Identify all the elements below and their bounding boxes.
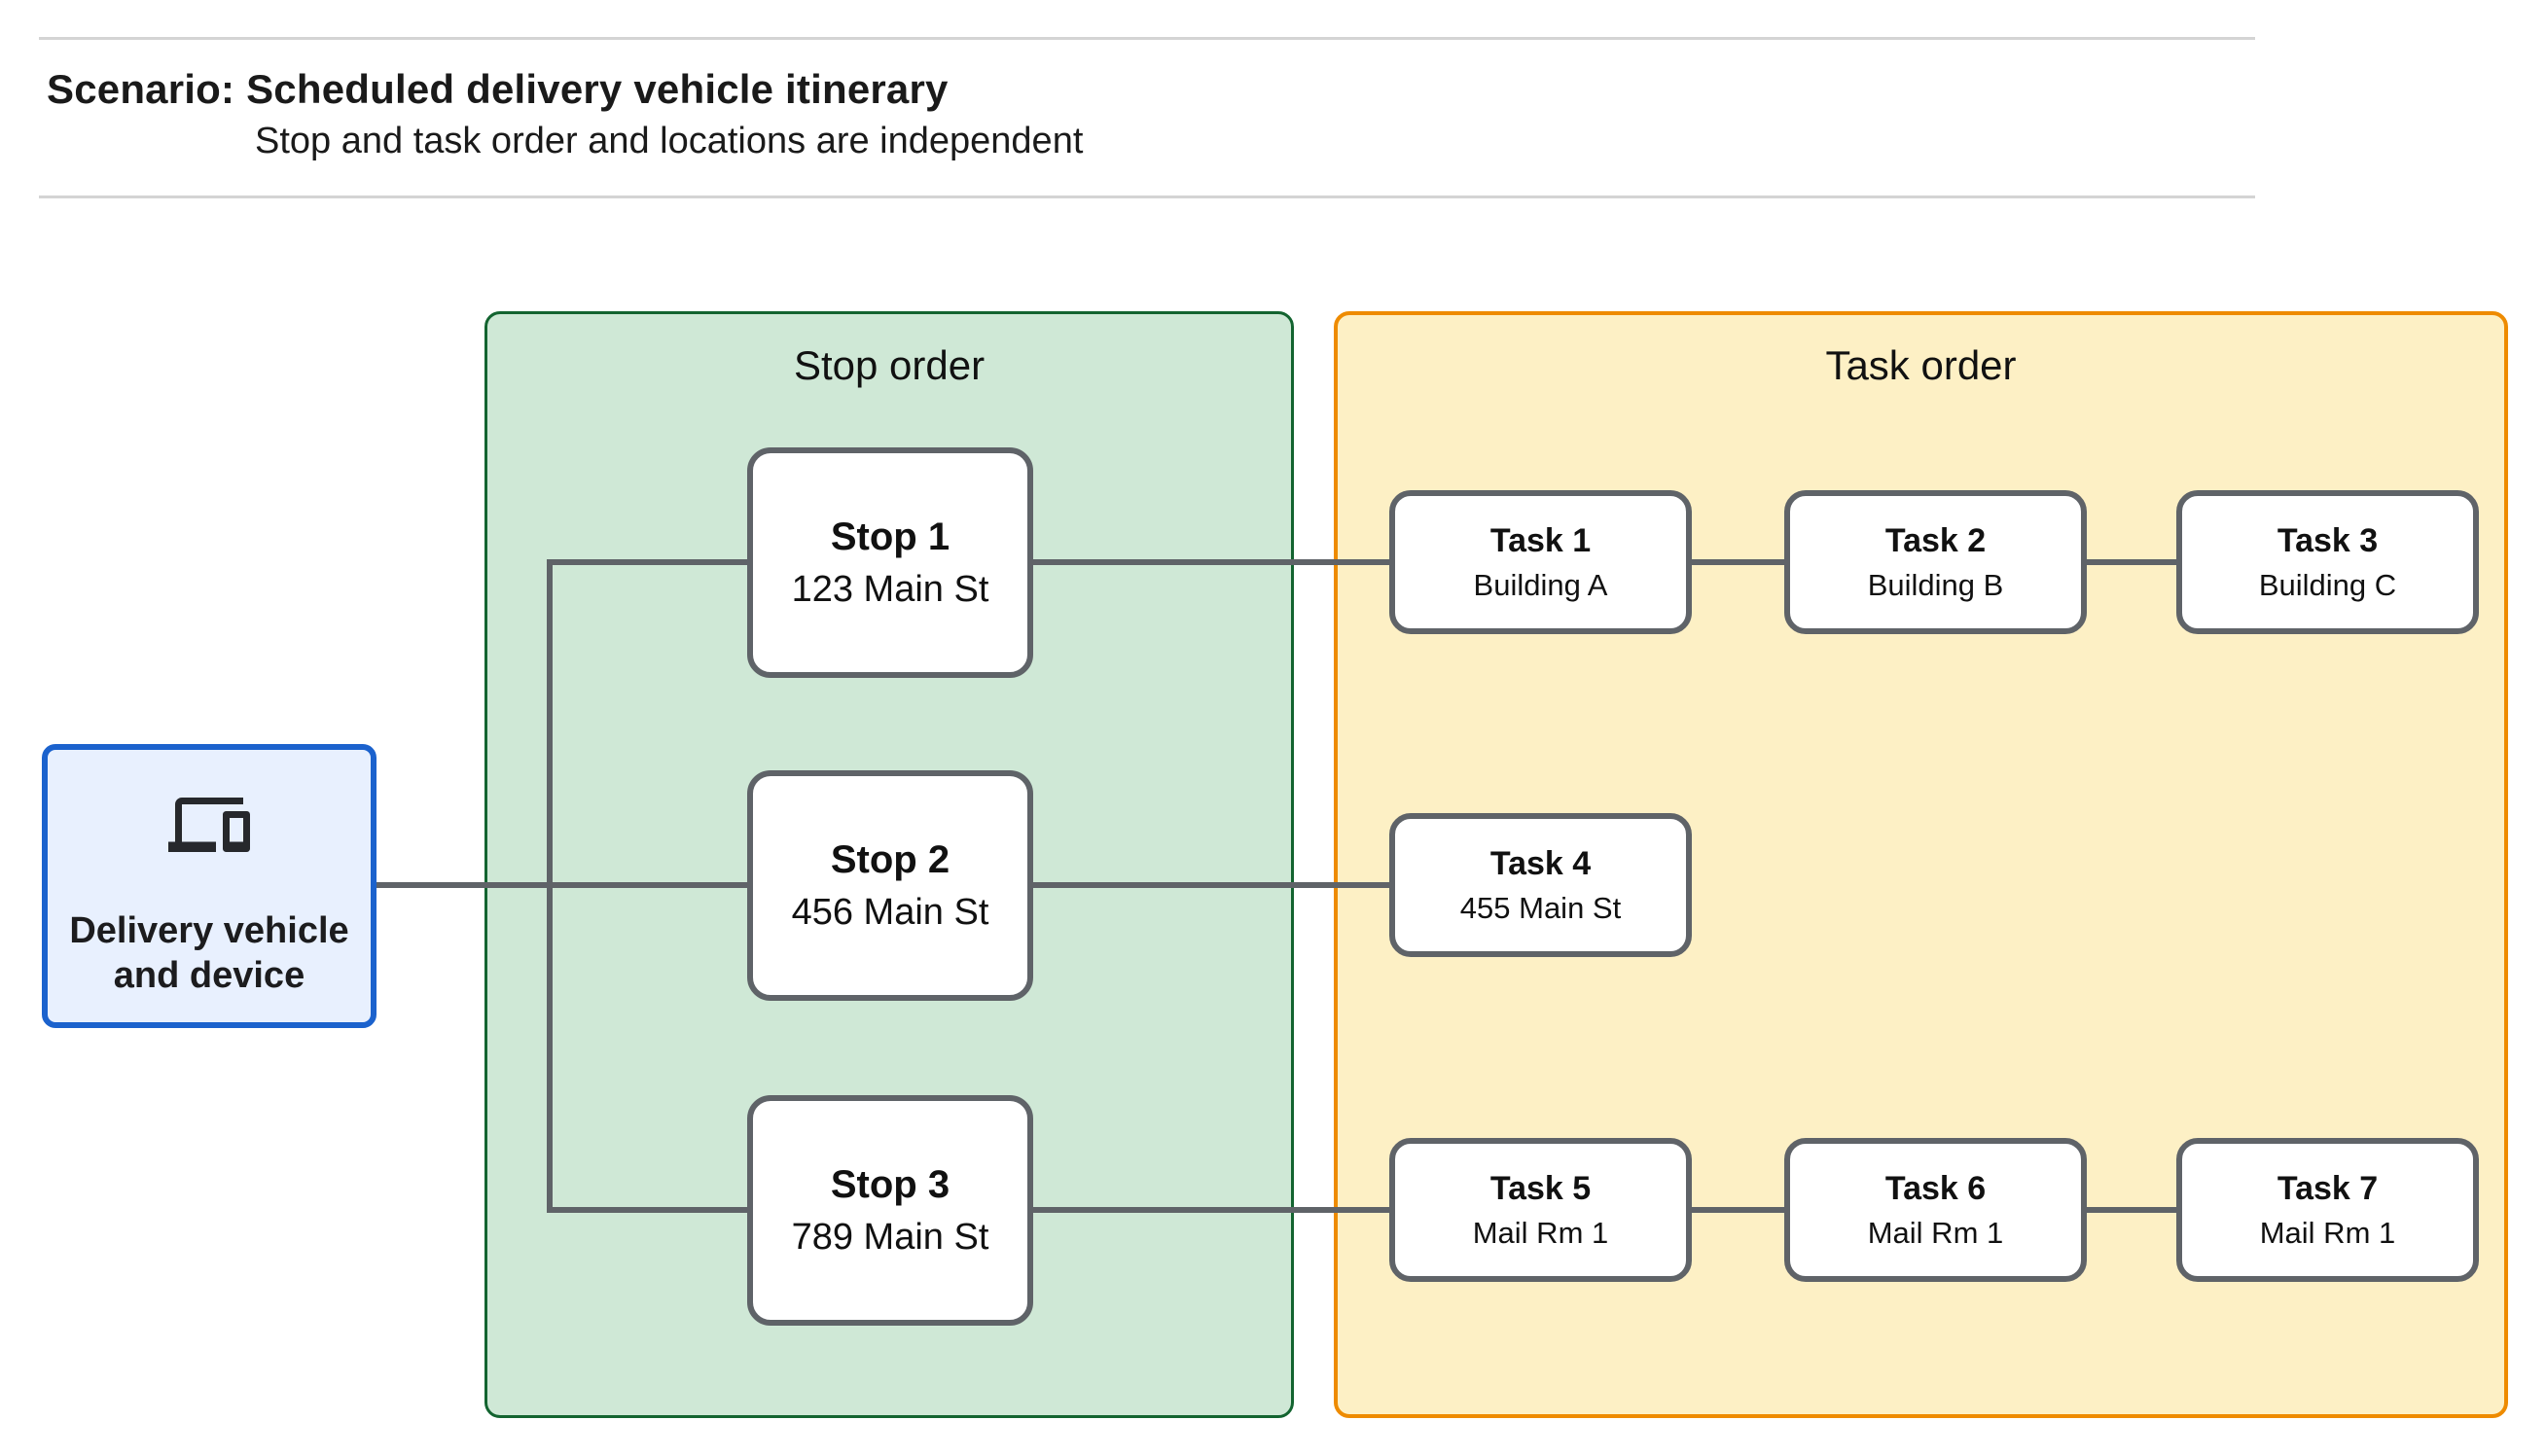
task-location: Building C [2258, 567, 2397, 602]
stop-node-2: Stop 2 456 Main St [747, 770, 1033, 1001]
task-name: Task 2 [1884, 521, 1987, 559]
task-location: Mail Rm 1 [1867, 1215, 2004, 1250]
stop-name: Stop 2 [830, 837, 950, 881]
stop-name: Stop 1 [830, 515, 950, 558]
connector-branch-stop3 [547, 1207, 747, 1213]
task-node-6: Task 6 Mail Rm 1 [1784, 1138, 2087, 1282]
task-node-4: Task 4 455 Main St [1389, 813, 1692, 957]
task-location: Mail Rm 1 [1472, 1215, 1609, 1250]
task-node-2: Task 2 Building B [1784, 490, 2087, 634]
task-node-3: Task 3 Building C [2176, 490, 2479, 634]
task-node-5: Task 5 Mail Rm 1 [1389, 1138, 1692, 1282]
divider [39, 195, 2255, 198]
connector-stop1-task1 [1033, 559, 1389, 565]
stop-node-1: Stop 1 123 Main St [747, 447, 1033, 678]
task-name: Task 5 [1489, 1169, 1592, 1207]
stop-location: 789 Main St [791, 1216, 989, 1258]
task-location: 455 Main St [1459, 890, 1622, 925]
delivery-vehicle-node: Delivery vehicle and device [42, 744, 377, 1028]
divider [39, 37, 2255, 40]
task-name: Task 6 [1884, 1169, 1987, 1207]
connector-stop3-task5 [1033, 1207, 1389, 1213]
connector-task6-task7 [2087, 1207, 2176, 1213]
stop-location: 456 Main St [791, 891, 989, 933]
connector-task2-task3 [2087, 559, 2176, 565]
task-location: Building B [1867, 567, 2004, 602]
task-name: Task 7 [2277, 1169, 2379, 1207]
task-location: Building A [1473, 567, 1608, 602]
page-title: Scenario: Scheduled delivery vehicle iti… [47, 66, 949, 112]
stop-location: 123 Main St [791, 568, 989, 610]
connector-vehicle-stop2 [377, 882, 747, 888]
task-node-7: Task 7 Mail Rm 1 [2176, 1138, 2479, 1282]
connector-task5-task6 [1692, 1207, 1784, 1213]
connector-stop2-task4 [1033, 882, 1389, 888]
connector-task1-task2 [1692, 559, 1784, 565]
page-subtitle: Stop and task order and locations are in… [255, 121, 1084, 161]
task-name: Task 3 [2277, 521, 2379, 559]
task-name: Task 4 [1489, 844, 1592, 882]
task-order-title: Task order [1825, 342, 2017, 388]
task-location: Mail Rm 1 [2259, 1215, 2396, 1250]
vehicle-label: Delivery vehicle and device [69, 909, 349, 996]
stop-node-3: Stop 3 789 Main St [747, 1095, 1033, 1326]
devices-icon [168, 778, 250, 871]
connector-branch-vertical [547, 559, 553, 1213]
task-node-1: Task 1 Building A [1389, 490, 1692, 634]
stop-order-title: Stop order [793, 342, 986, 388]
connector-branch-stop1 [547, 559, 747, 565]
task-name: Task 1 [1489, 521, 1592, 559]
stop-name: Stop 3 [830, 1162, 950, 1206]
